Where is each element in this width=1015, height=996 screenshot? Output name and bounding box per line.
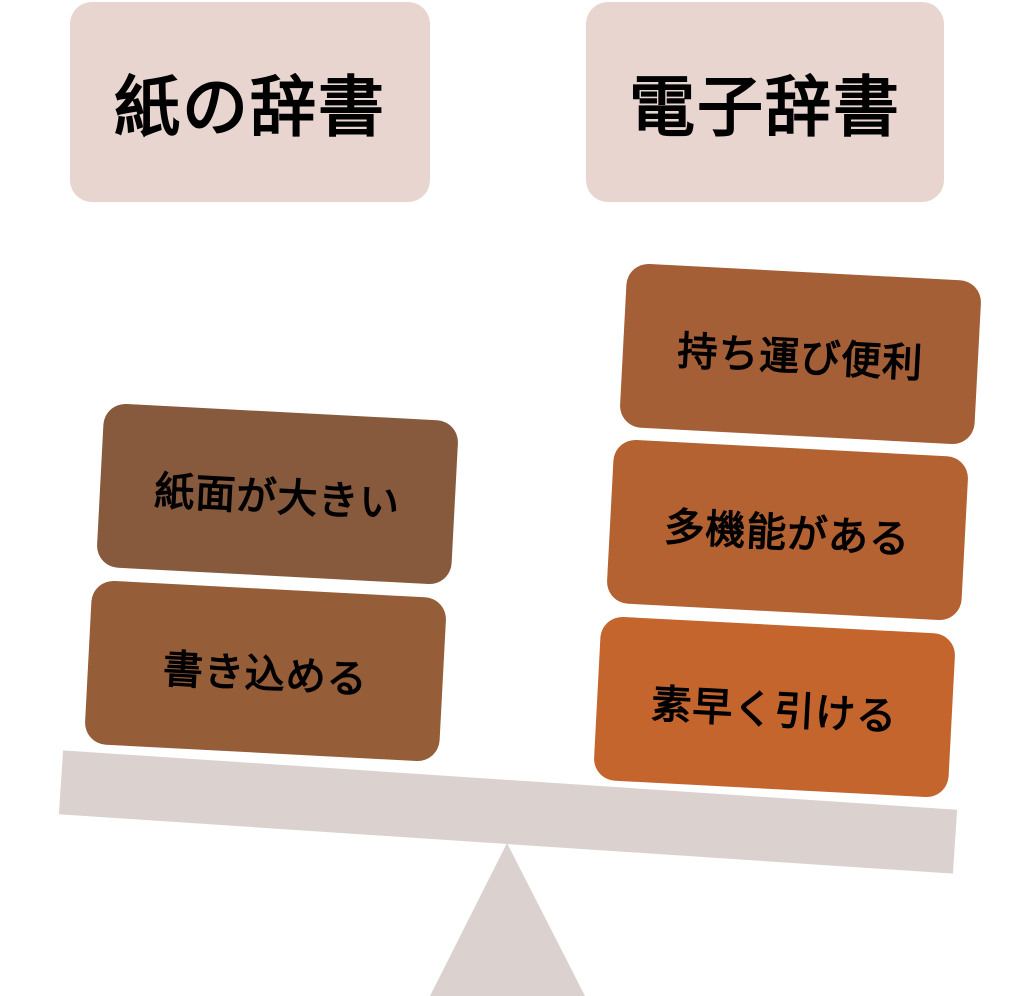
electronic-dictionary-header: 電子辞書 xyxy=(586,2,944,202)
seesaw-fulcrum xyxy=(430,843,585,996)
paper-advantage-large-page: 紙面が大きい xyxy=(95,402,460,586)
fulcrum-triangle xyxy=(430,843,585,996)
electronic-advantage-portable: 持ち運び便利 xyxy=(618,262,983,446)
electronic-advantage-multifunction: 多機能がある xyxy=(605,438,970,622)
paper-advantage-writable: 書き込める xyxy=(83,579,448,763)
electronic-advantage-quick-lookup: 素早く引ける xyxy=(592,615,957,799)
paper-dictionary-header: 紙の辞書 xyxy=(70,2,430,202)
